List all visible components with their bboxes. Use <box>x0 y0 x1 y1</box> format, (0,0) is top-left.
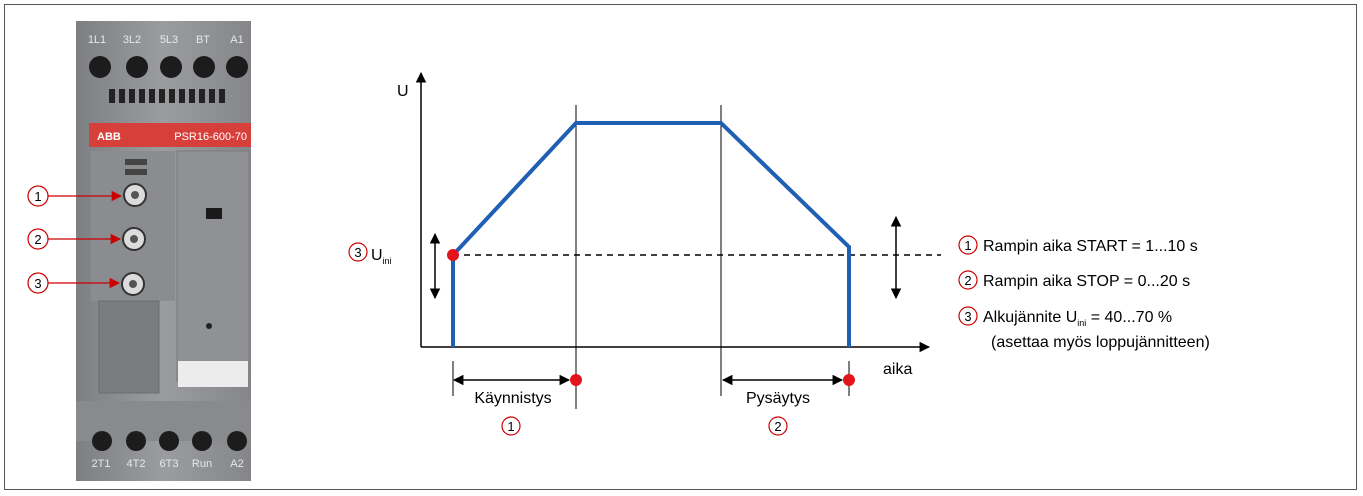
terminal-label: 3L2 <box>123 34 141 46</box>
legend-item-stop-ramp: Rampin aika STOP = 0...20 s <box>983 273 1190 290</box>
screw-icon <box>159 431 179 451</box>
screw-icon <box>226 56 248 78</box>
marker-number: 3 <box>354 245 361 260</box>
screw-icon <box>192 431 212 451</box>
uini-label: Uini <box>371 247 392 266</box>
setting-knobs <box>121 183 147 296</box>
screw-icon <box>160 56 182 78</box>
voltage-ramp-graph: U aika 3 Uini Käynnistys 1 Pysäytys 2 <box>348 71 941 436</box>
callout-number: 2 <box>34 232 41 247</box>
start-ramp-end-point <box>570 374 582 386</box>
model-label-strip <box>89 123 251 147</box>
stop-interval-label: Pysäytys <box>746 390 810 407</box>
marking-label <box>178 361 248 387</box>
legend-item-initial-voltage: Alkujännite Uini = 40...70 % <box>983 309 1172 328</box>
stop-ramp-end-point <box>843 374 855 386</box>
terminal-label: A1 <box>230 34 243 46</box>
callout-number: 3 <box>34 276 41 291</box>
legend-item-start-ramp: Rampin aika START = 1...10 s <box>983 238 1198 255</box>
screw-icon <box>193 56 215 78</box>
side-panel <box>176 150 250 382</box>
marker-number: 2 <box>774 419 781 434</box>
soft-starter-device: 1L1 3L2 5L3 BT A1 ABB PSR16-600-70 <box>76 21 251 481</box>
y-axis-label: U <box>397 83 409 100</box>
uini-marker-3 <box>348 242 368 262</box>
diagram-canvas: 1L1 3L2 5L3 BT A1 ABB PSR16-600-70 <box>27 21 1210 481</box>
led-icon <box>125 169 147 175</box>
top-terminal-labels: 1L1 3L2 5L3 BT A1 <box>88 34 244 46</box>
marker-number: 3 <box>964 309 971 324</box>
callout-number: 1 <box>34 189 41 204</box>
legend-marker-2 <box>958 270 978 290</box>
model-name: PSR16-600-70 <box>174 131 247 143</box>
start-interval-label: Käynnistys <box>474 390 551 407</box>
vent-slots <box>109 89 225 103</box>
marker-number: 1 <box>964 238 971 253</box>
bottom-terminal-labels: 2T1 4T2 6T3 Run A2 <box>92 458 244 470</box>
terminal-label: Run <box>192 458 212 470</box>
terminal-label: 1L1 <box>88 34 106 46</box>
terminal-label: A2 <box>230 458 243 470</box>
legend-marker-1 <box>958 235 978 255</box>
terminal-label: 5L3 <box>160 34 178 46</box>
voltage-ramp-curve <box>451 121 851 347</box>
terminal-label: BT <box>196 34 210 46</box>
brand-logo: ABB <box>97 131 121 143</box>
stop-interval-marker-2 <box>768 416 788 436</box>
screw-icon <box>227 431 247 451</box>
knob-callouts: 1 2 3 <box>27 185 123 294</box>
led-icon <box>125 159 147 165</box>
indicator-dot <box>206 323 212 329</box>
lower-cover <box>98 300 160 394</box>
marker-number: 1 <box>507 419 514 434</box>
initial-voltage-point <box>447 249 459 261</box>
terminal-label: 4T2 <box>127 458 146 470</box>
start-interval-marker-1 <box>501 416 521 436</box>
settings-legend: 1 Rampin aika START = 1...10 s 2 Rampin … <box>958 235 1210 351</box>
figure-frame: 1L1 3L2 5L3 BT A1 ABB PSR16-600-70 <box>4 4 1357 490</box>
screw-icon <box>89 56 111 78</box>
marker-number: 2 <box>964 273 971 288</box>
top-terminal-screws <box>89 56 248 78</box>
terminal-label: 2T1 <box>92 458 111 470</box>
bottom-terminal-screws <box>92 431 247 451</box>
indicator-window <box>206 208 222 219</box>
screw-icon <box>126 431 146 451</box>
legend-marker-3 <box>958 306 978 326</box>
screw-icon <box>126 56 148 78</box>
terminal-label: 6T3 <box>160 458 179 470</box>
screw-icon <box>92 431 112 451</box>
x-axis-label: aika <box>883 361 912 378</box>
legend-item-initial-voltage-note: (asettaa myös loppujännitteen) <box>991 334 1210 351</box>
